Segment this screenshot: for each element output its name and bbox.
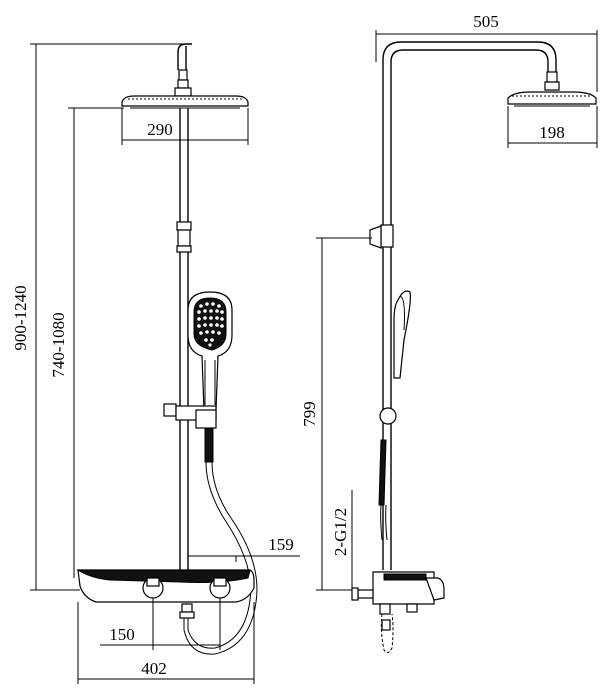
dim-bracket-height: 799 bbox=[300, 237, 372, 590]
side-vertical-bar bbox=[369, 224, 394, 570]
front-shelf-mixer bbox=[76, 569, 255, 619]
shelf-depth-label: 159 bbox=[268, 535, 294, 554]
bar-height-label: 740-1080 bbox=[49, 312, 68, 377]
dim-total-height: 900-1240 bbox=[11, 43, 190, 591]
total-height-label: 900-1240 bbox=[11, 285, 30, 350]
front-hand-shower bbox=[187, 291, 233, 411]
inlet-thread-label: 2-G1/2 bbox=[331, 508, 350, 556]
front-vertical-bar bbox=[176, 108, 192, 570]
side-hand-shower bbox=[379, 290, 411, 425]
front-top-arm bbox=[177, 43, 192, 89]
dim-head-size: 198 bbox=[507, 106, 598, 148]
dim-inlet-spacing: 150 bbox=[100, 598, 221, 650]
dim-arm-reach: 505 bbox=[375, 12, 598, 92]
side-mixer bbox=[351, 571, 445, 654]
shelf-width-label: 402 bbox=[141, 659, 167, 678]
dim-bar-height: 740-1080 bbox=[49, 107, 124, 578]
side-hose bbox=[378, 439, 388, 541]
bracket-height-label: 799 bbox=[300, 401, 319, 427]
dim-inlet-thread: 2-G1/2 bbox=[316, 490, 353, 591]
inlet-spacing-label: 150 bbox=[109, 625, 135, 644]
front-view: 900-1240 740-1080 290 159 150 bbox=[11, 43, 300, 684]
front-hose bbox=[183, 427, 258, 655]
dim-head-diameter: 290 bbox=[121, 108, 249, 145]
dim-shelf-depth: 159 bbox=[188, 535, 300, 562]
side-overhead-arm bbox=[382, 41, 560, 225]
side-view: 505 198 799 2-G1/2 bbox=[300, 12, 598, 654]
arm-reach-label: 505 bbox=[473, 12, 499, 31]
head-diameter-label: 290 bbox=[147, 120, 173, 139]
front-slide-holder bbox=[163, 403, 217, 429]
front-rain-head bbox=[121, 87, 249, 109]
head-size-label: 198 bbox=[539, 123, 565, 142]
side-rain-head bbox=[507, 91, 597, 107]
dim-shelf-width: 402 bbox=[77, 602, 255, 684]
